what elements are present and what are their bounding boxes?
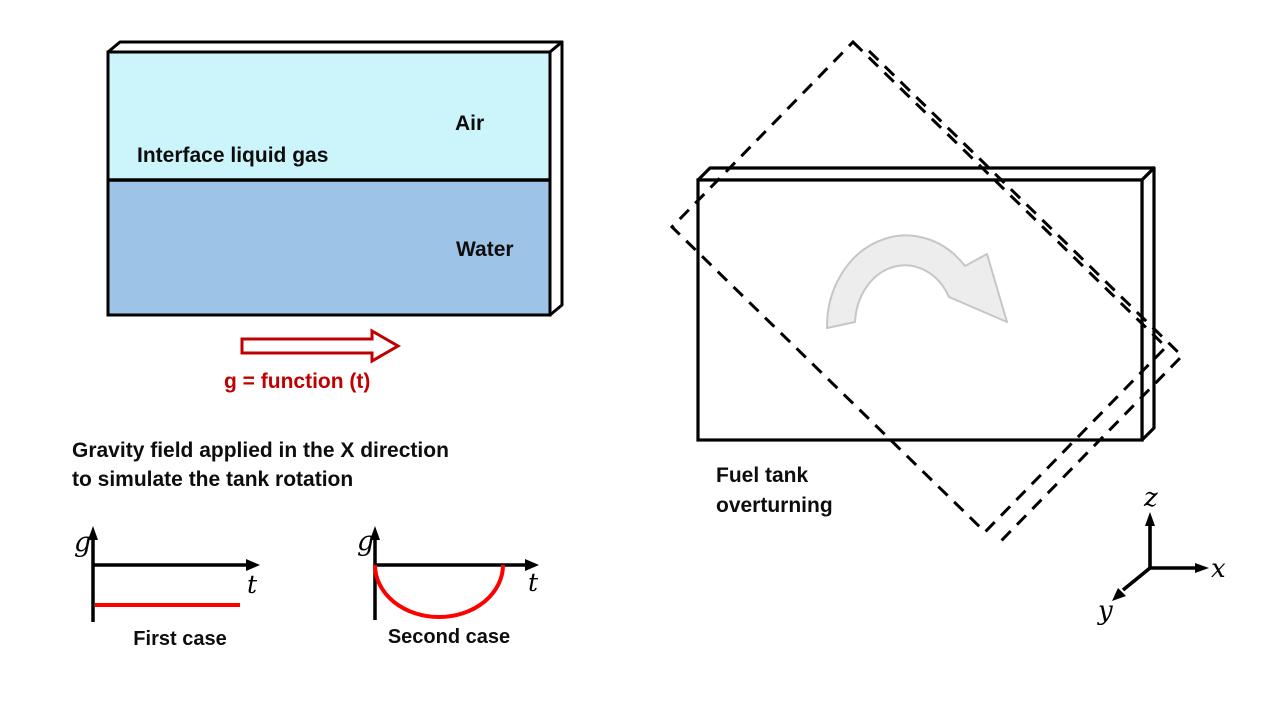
- first-case-chart: g t: [74, 526, 260, 622]
- tank-water-region: [108, 180, 550, 315]
- fuel-tank-side-face: [1140, 166, 1156, 442]
- z-axis-label: z: [1143, 483, 1158, 513]
- y-axis: [1121, 566, 1152, 592]
- air-label: Air: [455, 112, 485, 135]
- tank-side-face: [548, 40, 564, 317]
- fuel-tank-label-line1: Fuel tank: [716, 464, 809, 487]
- first-case-g-label: g: [74, 527, 91, 558]
- rotated-tank-dashed-outline: [669, 39, 1169, 535]
- z-axis-arrowhead-icon: [1145, 512, 1155, 526]
- interface-label: Interface liquid gas: [137, 144, 329, 167]
- first-case-title: First case: [133, 628, 227, 650]
- second-case-t-axis-arrowhead-icon: [525, 559, 539, 571]
- x-axis-arrowhead-icon: [1195, 563, 1209, 573]
- first-case-t-label: t: [247, 570, 258, 599]
- fuel-tank-label-line2: overturning: [716, 494, 833, 517]
- second-case-dip-curve: [373, 564, 505, 619]
- right-arrow-icon: [240, 328, 402, 364]
- second-case-g-label: g: [357, 526, 374, 557]
- x-axis-label: x: [1211, 554, 1226, 584]
- second-case-g-axis-arrowhead-icon: [370, 526, 380, 540]
- tank-air-region: [108, 52, 550, 180]
- gravity-caption-line2: to simulate the tank rotation: [72, 468, 354, 491]
- y-axis-label: y: [1097, 596, 1113, 626]
- tank-front-outline: [106, 50, 552, 317]
- water-label: Water: [456, 238, 514, 261]
- fuel-tank-top-face: [696, 166, 1156, 182]
- gravity-direction-arrow: [240, 328, 402, 364]
- coordinate-axes-triad: z x y: [1097, 483, 1226, 626]
- fuel-tank-overturning-diagram: [669, 39, 1185, 543]
- second-case-chart: g t: [357, 526, 539, 620]
- second-case-t-label: t: [528, 568, 539, 597]
- first-case-g-axis-arrowhead-icon: [88, 526, 98, 540]
- first-case-t-axis-arrowhead-icon: [246, 559, 260, 571]
- tank-3d-diagram: [106, 40, 564, 317]
- gravity-equation: g = function (t): [224, 370, 371, 393]
- y-axis-arrowhead-icon: [1112, 588, 1126, 601]
- gravity-caption-line1: Gravity field applied in the X direction: [72, 439, 449, 462]
- second-case-title: Second case: [387, 626, 511, 648]
- fuel-tank-front-face: [696, 178, 1144, 442]
- rotation-arrow-icon: [825, 234, 1008, 329]
